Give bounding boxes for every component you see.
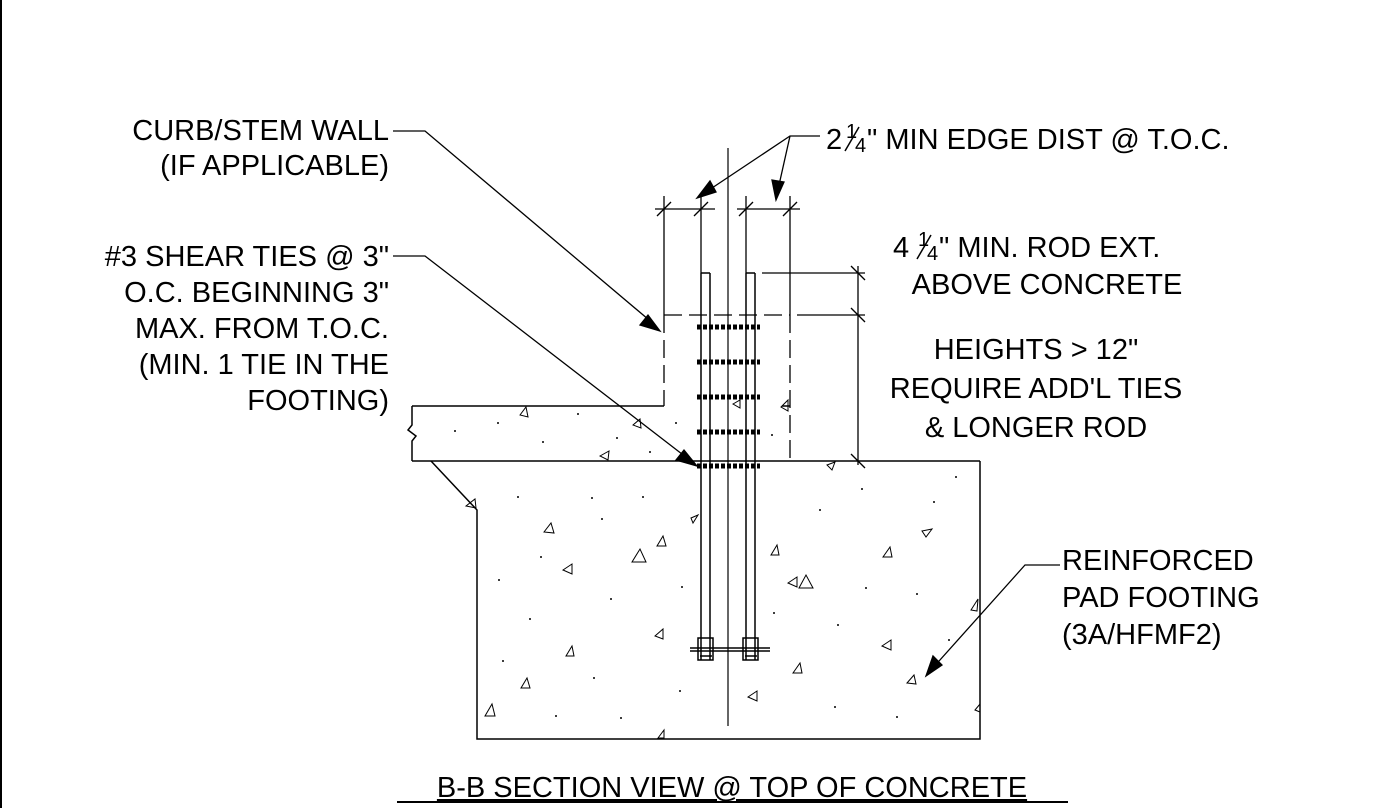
rod-ext-label-line-2: ABOVE CONCRETE <box>912 269 1183 301</box>
edge-distance-label: " MIN EDGE DIST @ T.O.C. <box>867 124 1230 156</box>
stem-wall <box>663 314 791 461</box>
curb-label-line-1: CURB/STEM WALL <box>132 115 389 147</box>
pad-footing-label-line-2: PAD FOOTING <box>1062 582 1260 614</box>
edge-distance-dimension <box>655 196 800 315</box>
slab <box>406 405 980 462</box>
heights-label-line-1: HEIGHTS > 12" <box>934 334 1139 366</box>
section-title: B-B SECTION VIEW @ TOP OF CONCRETE <box>437 772 1027 804</box>
pad-footing-label-line-1: REINFORCED <box>1062 545 1254 577</box>
rod-ext-frac-den: 4 <box>927 243 938 265</box>
heights-label-line-2: REQUIRE ADD'L TIES <box>890 373 1182 405</box>
shear-ties <box>697 324 760 469</box>
shear-ties-label-line-3: MAX. FROM T.O.C. <box>135 313 389 345</box>
shear-ties-label-line-5: FOOTING) <box>247 385 389 417</box>
edge-distance-frac-den: 4 <box>855 135 866 157</box>
concrete-dots <box>454 413 957 719</box>
heights-label-line-3: & LONGER ROD <box>925 412 1147 444</box>
shear-ties-label-line-2: O.C. BEGINNING 3" <box>124 277 389 309</box>
edge-distance-frac-num: 1 <box>846 121 857 143</box>
shear-ties-label-line-4: (MIN. 1 TIE IN THE <box>139 349 389 381</box>
edge-distance-whole: 2 <box>826 124 842 156</box>
rod-ext-frac-bar <box>916 234 932 260</box>
shear-ties-label-line-1: #3 SHEAR TIES @ 3" <box>105 241 389 273</box>
pad-footing <box>430 460 981 740</box>
rod-ext-label-line-1: " MIN. ROD EXT. <box>939 232 1160 264</box>
curb-label-line-2: (IF APPLICABLE) <box>160 150 389 182</box>
pad-footing-label-line-3: (3A/HFMF2) <box>1062 619 1222 651</box>
leaders <box>393 130 1060 678</box>
rod-ext-whole: 4 <box>893 232 909 264</box>
concrete-hatch <box>464 398 981 739</box>
vertical-dimension <box>762 265 866 469</box>
edge-distance-frac-bar <box>844 126 860 152</box>
rod-ext-frac-num: 1 <box>918 229 929 251</box>
